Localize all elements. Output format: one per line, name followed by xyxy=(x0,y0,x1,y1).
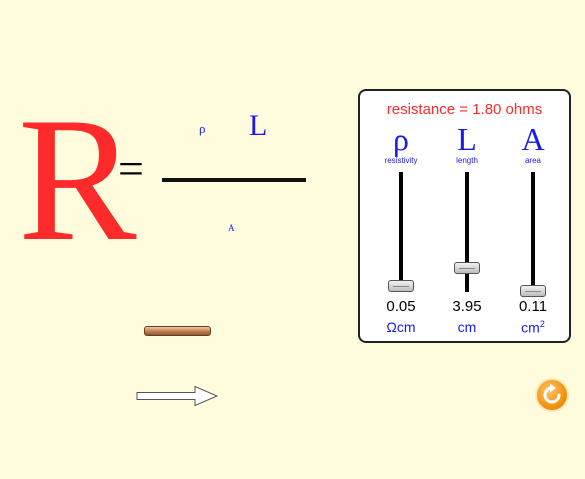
length-symbol: L xyxy=(457,121,477,157)
area-unit-base: cm xyxy=(521,319,540,336)
length-slider-track[interactable] xyxy=(465,172,469,292)
current-arrow-icon xyxy=(136,385,219,407)
denominator-area: A xyxy=(228,223,235,233)
resistivity-slider-thumb[interactable] xyxy=(388,280,414,292)
resistance-symbol: R xyxy=(18,80,137,278)
area-slider-thumb[interactable] xyxy=(520,285,546,297)
resistivity-slider-track[interactable] xyxy=(399,172,403,292)
area-value: 0.11 xyxy=(518,298,548,315)
area-slider-track[interactable] xyxy=(531,172,535,292)
reset-button[interactable] xyxy=(535,378,569,412)
reset-icon xyxy=(543,383,561,404)
area-label: area xyxy=(524,156,541,165)
resistivity-value: 0.05 xyxy=(386,298,416,315)
area-symbol: A xyxy=(521,121,545,157)
resistance-readout: resistance = 1.80 ohms xyxy=(386,101,543,118)
numerator-length: L xyxy=(249,109,268,142)
length-unit: cm xyxy=(457,319,477,335)
equals-sign: = xyxy=(118,143,144,194)
resistivity-unit: Ωcm xyxy=(386,319,416,335)
wire-illustration xyxy=(144,326,211,336)
fraction-bar xyxy=(162,178,306,182)
resistance-panel: resistance = 1.80 ohms ρ resistivity 0.0… xyxy=(358,89,571,343)
area-unit-exponent: 2 xyxy=(539,319,545,329)
length-value: 3.95 xyxy=(452,298,482,315)
resistivity-label: resistivity xyxy=(384,156,418,165)
resistivity-symbol: ρ xyxy=(393,121,409,157)
area-unit: cm2 xyxy=(503,319,563,336)
length-label: length xyxy=(456,156,478,165)
numerator-resistivity: ρ xyxy=(199,121,206,136)
length-slider-thumb[interactable] xyxy=(454,262,480,274)
